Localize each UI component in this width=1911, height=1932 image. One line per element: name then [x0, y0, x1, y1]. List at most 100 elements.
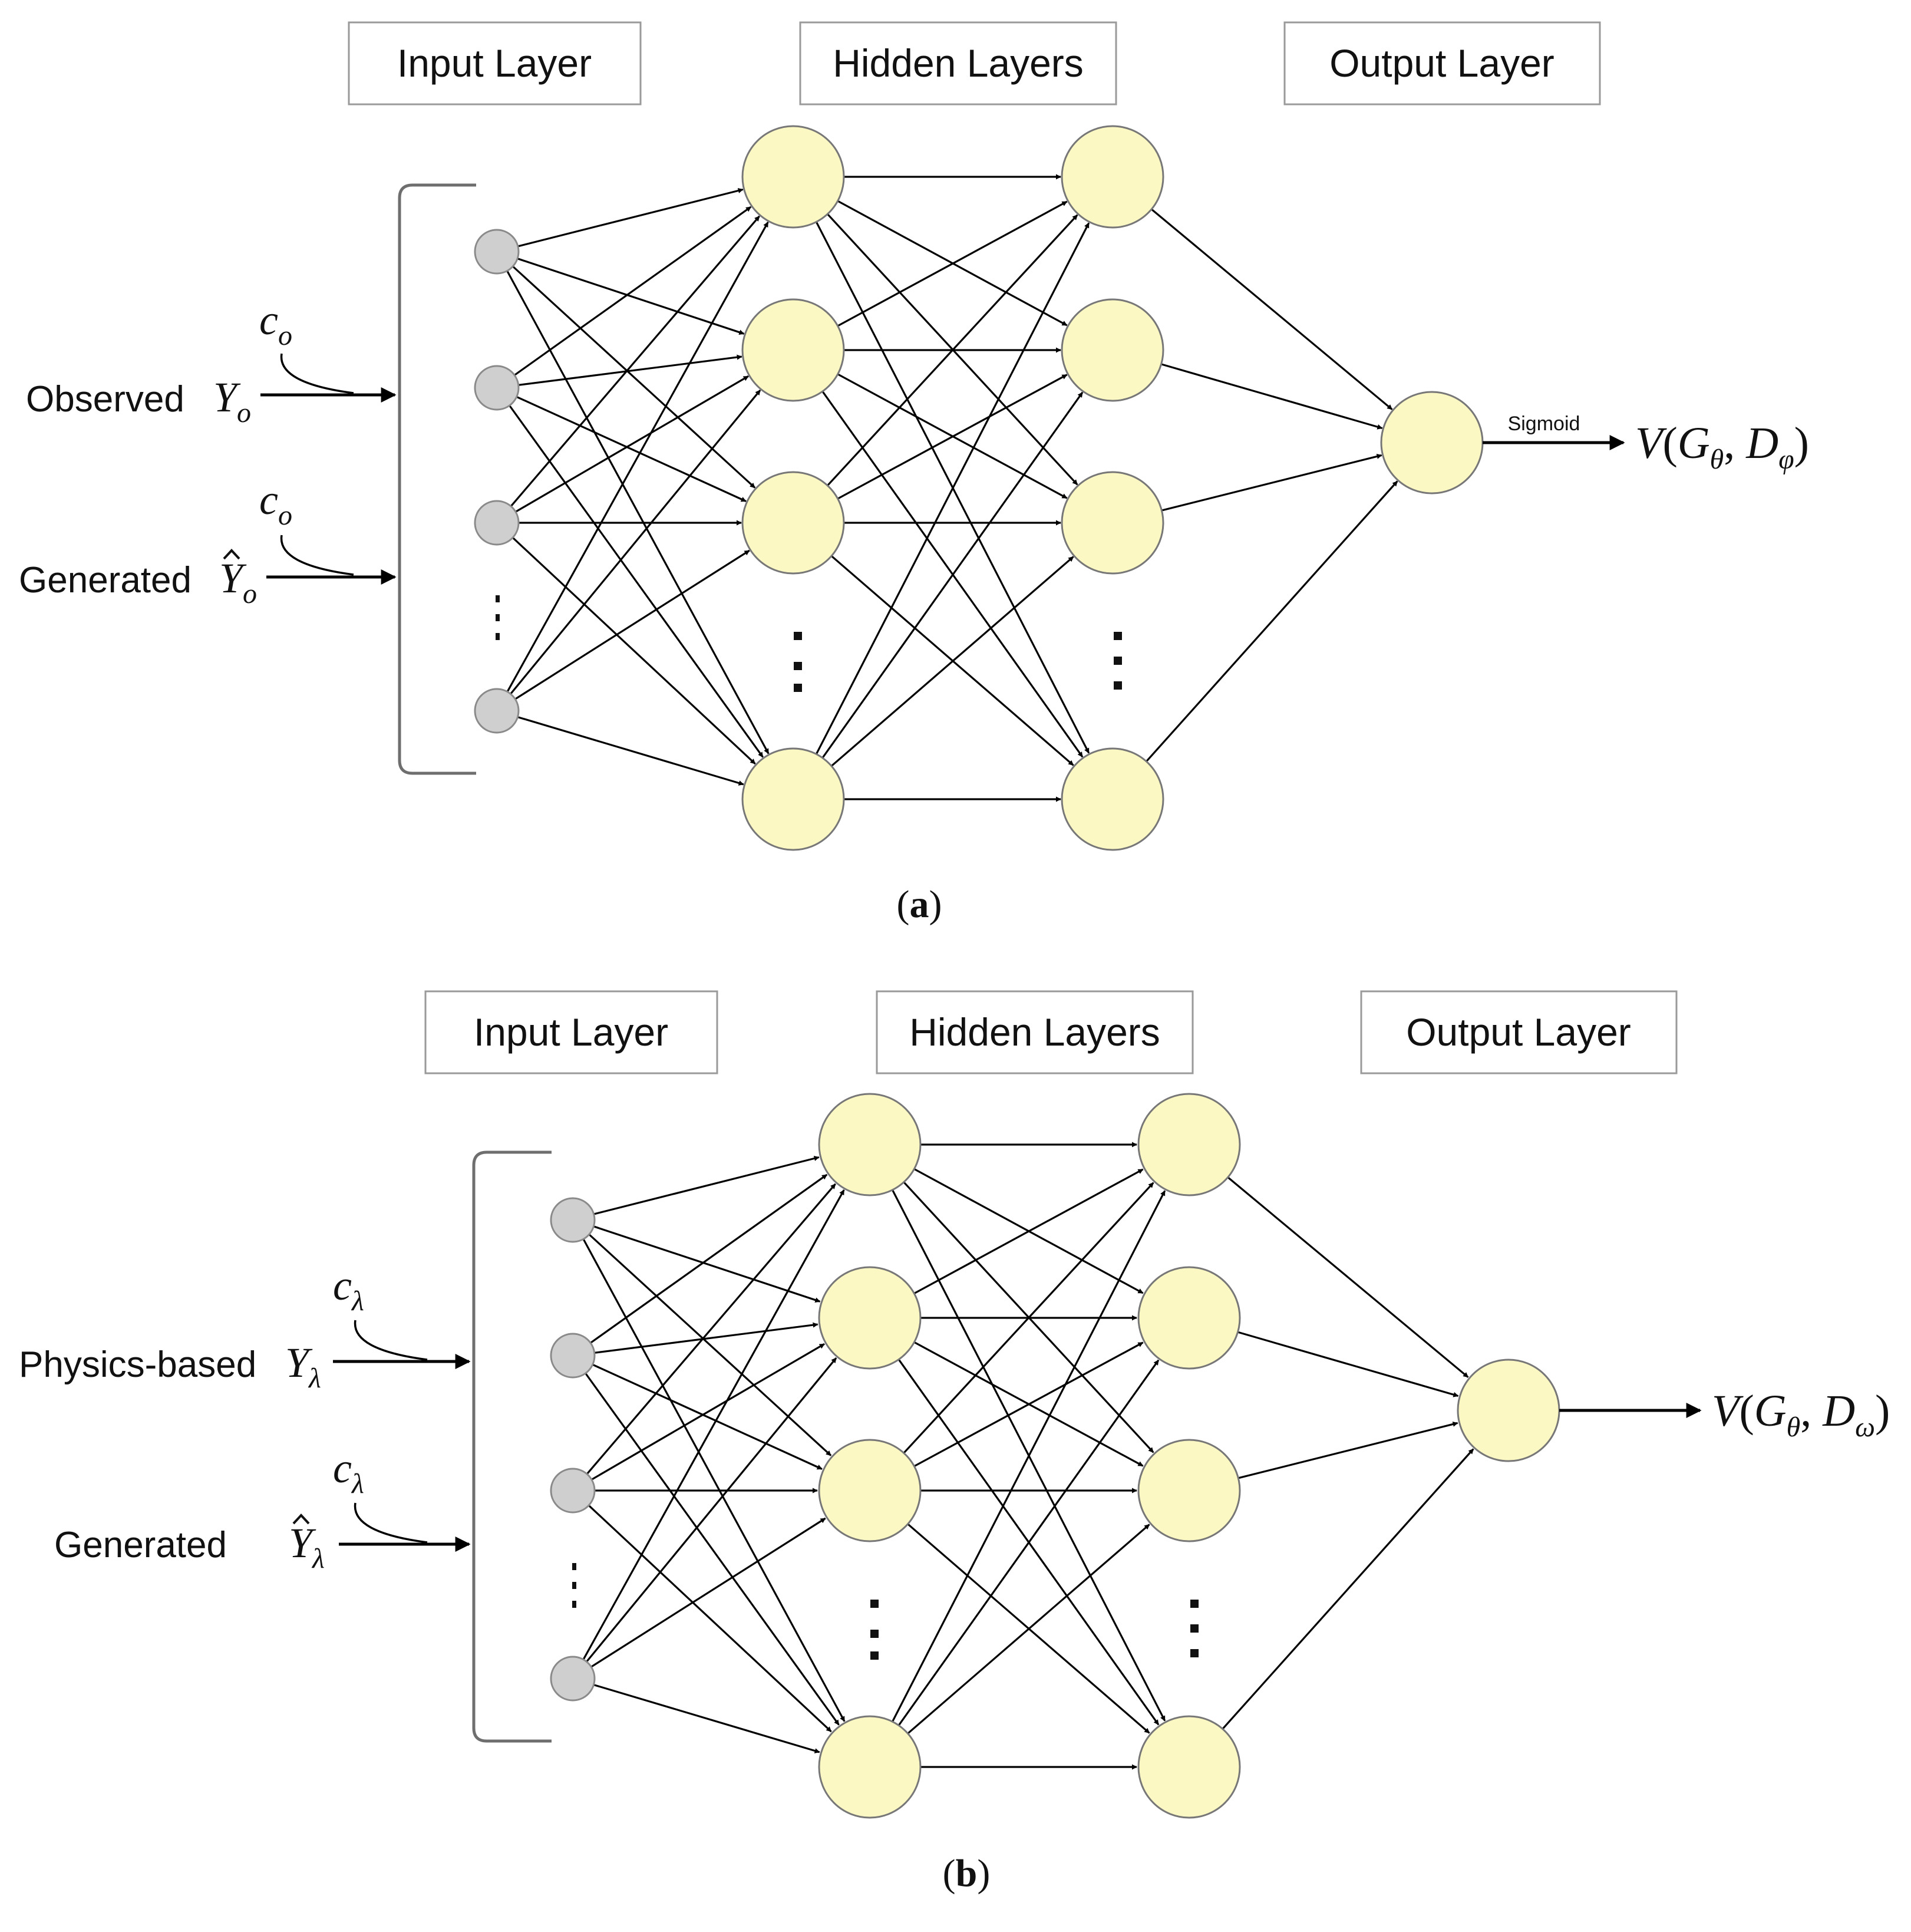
condition-symbol: cλ	[333, 1445, 364, 1499]
hidden-node	[741, 747, 845, 851]
connection-edge	[516, 395, 747, 502]
hidden-node	[818, 1266, 922, 1370]
hidden-node	[818, 1439, 922, 1542]
output-node	[1457, 1359, 1560, 1462]
output-arrow: Sigmoid	[1483, 413, 1625, 450]
output-layer-header: Output Layer	[1360, 990, 1678, 1074]
hidden-ellipsis	[1190, 1600, 1199, 1657]
connection-edge	[593, 1684, 820, 1753]
connection-edge	[1151, 208, 1393, 410]
connection-edges	[582, 1142, 1474, 1770]
hidden-node	[818, 1093, 922, 1196]
generated-symbol: Yo	[219, 555, 257, 609]
panel-caption: (b)	[943, 1852, 991, 1895]
hidden-node	[741, 125, 845, 229]
connection-edge	[582, 1238, 846, 1722]
connection-edge	[906, 1524, 1150, 1735]
physics-based-symbol: Yλ	[285, 1339, 321, 1394]
input-node	[474, 229, 520, 275]
connection-edge	[1161, 363, 1383, 430]
input-node	[550, 1333, 596, 1379]
connection-edge	[585, 1373, 840, 1726]
panel-a: Input Layer Hidden Layers Output Layer	[19, 21, 1809, 926]
connection-edge	[891, 1190, 1166, 1723]
hidden-layers-label: Hidden Layers	[833, 41, 1084, 85]
hidden-node	[818, 1715, 922, 1819]
input-layer-header: Input Layer	[348, 21, 642, 105]
input-node	[474, 500, 520, 546]
connection-edge	[594, 1322, 818, 1354]
hidden-layer-1-nodes	[818, 1093, 922, 1819]
input-ellipsis	[496, 595, 500, 640]
hidden-ellipsis	[870, 1600, 879, 1660]
connection-edge	[590, 1173, 828, 1344]
condition-curve	[354, 1502, 428, 1544]
input-nodes	[474, 229, 520, 734]
hidden-node	[1061, 298, 1164, 402]
hidden-node	[1137, 1715, 1241, 1819]
condition-curve	[280, 353, 354, 394]
layer-headers: Input Layer Hidden Layers Output Layer	[424, 990, 1678, 1074]
connection-edge	[588, 1505, 832, 1733]
input-layer-label: Input Layer	[397, 41, 592, 85]
hidden-node	[1137, 1266, 1241, 1370]
layer-headers: Input Layer Hidden Layers Output Layer	[348, 21, 1601, 105]
physics-based-input: Physics-based Yλ cλ	[19, 1262, 471, 1394]
input-node	[550, 1197, 596, 1243]
connection-edge	[509, 405, 764, 758]
connection-edge	[1237, 1331, 1459, 1397]
connection-edge	[815, 222, 1090, 755]
condition-curve	[280, 535, 354, 576]
output-layer-label: Output Layer	[1329, 41, 1554, 85]
panel-b: Input Layer Hidden Layers Output Layer	[19, 990, 1890, 1895]
condition-symbol: co	[259, 296, 292, 351]
hidden-node	[1061, 125, 1164, 229]
connection-edge	[510, 215, 760, 507]
connection-edge	[590, 1517, 826, 1668]
connection-edge	[903, 1182, 1154, 1454]
connection-edges	[506, 174, 1398, 802]
input-node	[550, 1468, 596, 1514]
input-ellipsis	[572, 1563, 576, 1608]
connection-edge	[1146, 480, 1398, 762]
hidden-node	[1061, 747, 1164, 851]
connection-edge	[514, 206, 752, 376]
connection-edge	[510, 389, 761, 695]
hidden-layers-header: Hidden Layers	[876, 990, 1194, 1074]
hidden-layer-1-nodes	[741, 125, 845, 851]
connection-edge	[592, 1363, 823, 1470]
hat-accent	[223, 549, 240, 560]
hidden-node	[741, 298, 845, 402]
input-nodes	[550, 1197, 596, 1702]
connection-edge	[517, 716, 744, 786]
condition-symbol: cλ	[333, 1262, 364, 1317]
output-expression: V(Gθ, Dω)	[1712, 1386, 1890, 1443]
connection-edge	[582, 1189, 845, 1660]
generated-label: Generated	[19, 560, 192, 601]
connection-edge	[1222, 1448, 1474, 1730]
connection-edge	[913, 1341, 1144, 1468]
hidden-layer-2-nodes	[1061, 125, 1164, 851]
connection-edge	[593, 1156, 820, 1215]
hidden-ellipsis	[1114, 632, 1122, 690]
output-expression: V(Gθ, Dφ)	[1635, 418, 1809, 475]
input-node	[474, 365, 520, 411]
connection-edge	[515, 375, 749, 513]
hidden-node	[1061, 471, 1164, 575]
output-layer-header: Output Layer	[1283, 21, 1601, 105]
hidden-layers-header: Hidden Layers	[799, 21, 1117, 105]
connection-edge	[586, 1183, 836, 1475]
input-bracket	[472, 1150, 552, 1743]
connection-edge	[1161, 454, 1382, 512]
connection-edge	[837, 200, 1068, 327]
input-node	[550, 1656, 596, 1702]
observed-label: Observed	[26, 379, 184, 420]
physics-based-label: Physics-based	[19, 1344, 256, 1385]
hat-accent	[292, 1514, 310, 1525]
connection-edge	[830, 556, 1074, 767]
hidden-ellipsis	[794, 632, 802, 692]
connection-edge	[518, 354, 742, 386]
input-bracket	[398, 183, 476, 775]
input-layer-label: Input Layer	[474, 1010, 668, 1054]
